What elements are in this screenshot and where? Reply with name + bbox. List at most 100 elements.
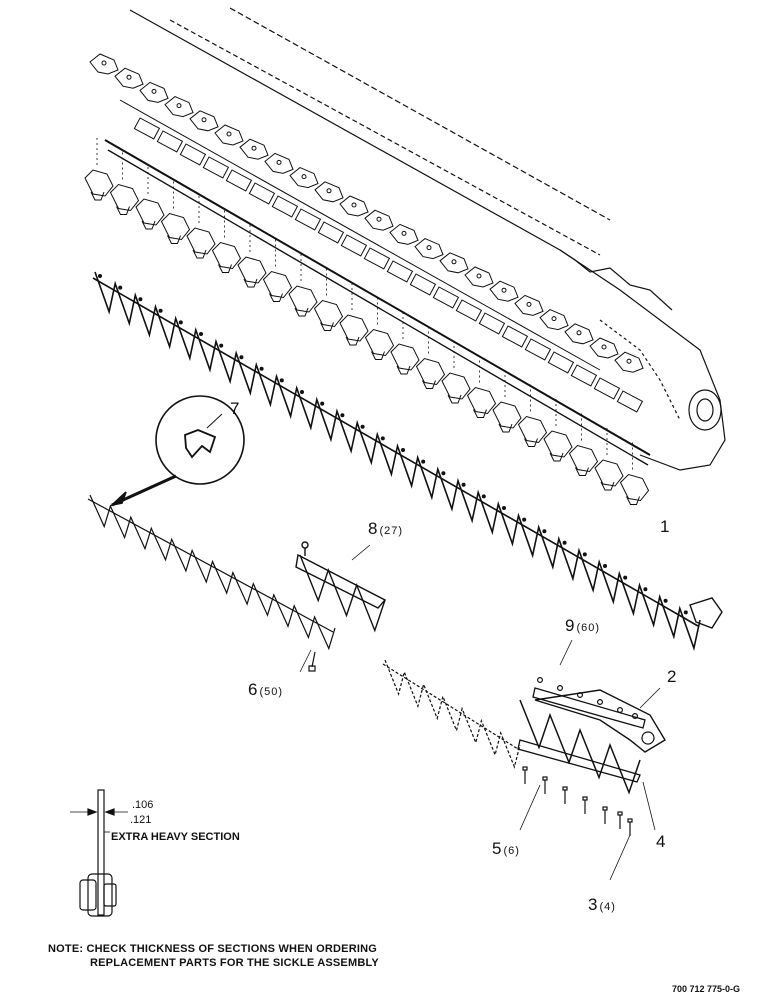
clip-plate [271, 195, 299, 218]
guard-top [439, 252, 469, 274]
guard-bolt [551, 316, 557, 322]
guard-point [422, 380, 436, 389]
section-nut [631, 712, 638, 719]
guard-point [524, 438, 538, 447]
guard-point [320, 322, 334, 331]
note-line-1: NOTE: CHECK THICKNESS OF SECTIONS WHEN O… [48, 943, 378, 955]
callout-5: 5(6) [492, 839, 520, 858]
sickle-rivet [178, 320, 183, 325]
guard-point [218, 264, 232, 273]
guard-point [243, 278, 258, 288]
sickle-rivet [663, 598, 668, 603]
guard-bolt [426, 245, 432, 251]
guard-point [371, 351, 385, 360]
callout-6: 6(50) [248, 680, 284, 699]
guard-bottom [492, 401, 522, 429]
guard-bolt [601, 344, 607, 350]
callout-2: 2 [667, 667, 677, 686]
guard-bottom [568, 444, 599, 473]
guard-bottom [262, 270, 293, 299]
guard-top [514, 294, 544, 316]
guard-top [139, 81, 169, 103]
clip-plate [248, 182, 276, 205]
sickle-rivet [623, 575, 628, 580]
clip-plate [501, 325, 529, 348]
sickle-rivet [683, 610, 688, 615]
guard-point [626, 496, 640, 505]
guard-bottom [186, 227, 216, 255]
guard-point [116, 206, 130, 215]
guard-top [289, 167, 319, 189]
guard-bottom [109, 183, 140, 212]
sickle-section-right [382, 639, 666, 881]
guard-bottom [619, 473, 650, 502]
callout-7: 7 [230, 399, 240, 418]
guard-bottom [594, 459, 624, 487]
bolt-head [522, 766, 528, 771]
sickle-rivet [300, 390, 304, 394]
hold-down-clips [133, 117, 644, 413]
sickle-rivet [360, 424, 365, 429]
guard-top [89, 53, 119, 75]
bolt-head [582, 796, 588, 801]
guard-top [389, 223, 419, 245]
guard-top [264, 152, 294, 174]
guard-bolt [476, 273, 482, 279]
clip-plate [409, 273, 437, 296]
guard-top [464, 266, 494, 288]
clip-plate [524, 338, 552, 361]
guard-bottom [237, 256, 267, 284]
sickle-rivet [340, 413, 345, 418]
guard-dash-leaders [96, 138, 633, 471]
guard-bottom [211, 241, 242, 270]
guard-bottom [543, 430, 573, 458]
guard-bolt [201, 117, 207, 123]
clip-plate [294, 208, 322, 231]
guard-bolt [401, 230, 407, 236]
dimension-min: .106 [132, 799, 154, 811]
sickle-section-left [87, 494, 336, 673]
sickle-rivet [138, 297, 143, 302]
guard-point [345, 336, 360, 346]
guard-point [600, 481, 615, 491]
callout-8: 8(27) [368, 519, 404, 538]
sickle-rivets [98, 274, 688, 615]
callout-4: 4 [656, 832, 666, 851]
guard-bottom [135, 198, 165, 226]
guard-row-bottom [84, 169, 650, 505]
guard-top [164, 96, 194, 118]
guard-bolt [226, 131, 232, 137]
guard-point [192, 249, 207, 259]
guard-point [90, 191, 105, 201]
section-nut [556, 684, 563, 691]
section-nut [576, 691, 583, 698]
sickle-section-single [295, 541, 387, 633]
clip-plate [616, 390, 644, 413]
sickle-main [92, 271, 723, 652]
section-nut [616, 706, 623, 713]
guard-point [549, 452, 564, 462]
clip-plate [133, 117, 161, 140]
guard-bottom [415, 357, 446, 386]
guard-top [539, 309, 569, 331]
guard-bottom [288, 285, 318, 313]
bolt-head [542, 776, 548, 781]
guard-top [339, 195, 369, 217]
sickle-rivet [118, 285, 123, 290]
sickle-rivet [199, 332, 203, 336]
guard-bolt [501, 287, 507, 293]
guard-point [269, 293, 283, 302]
sickle-rivet [259, 366, 264, 371]
sickle-rivet [320, 401, 325, 406]
guard-top [114, 67, 144, 89]
clip-plate [570, 364, 598, 387]
guard-bolt [576, 330, 582, 336]
guard-top [614, 351, 644, 373]
sickle-rivet [98, 274, 102, 278]
drawing-code: 700 712 775-0-G [672, 984, 741, 994]
clip-plate [363, 247, 391, 270]
clip-plate [432, 286, 460, 309]
guard-top [489, 280, 519, 302]
guard-bolt [176, 103, 182, 109]
cutter-bar-frame [104, 7, 726, 471]
